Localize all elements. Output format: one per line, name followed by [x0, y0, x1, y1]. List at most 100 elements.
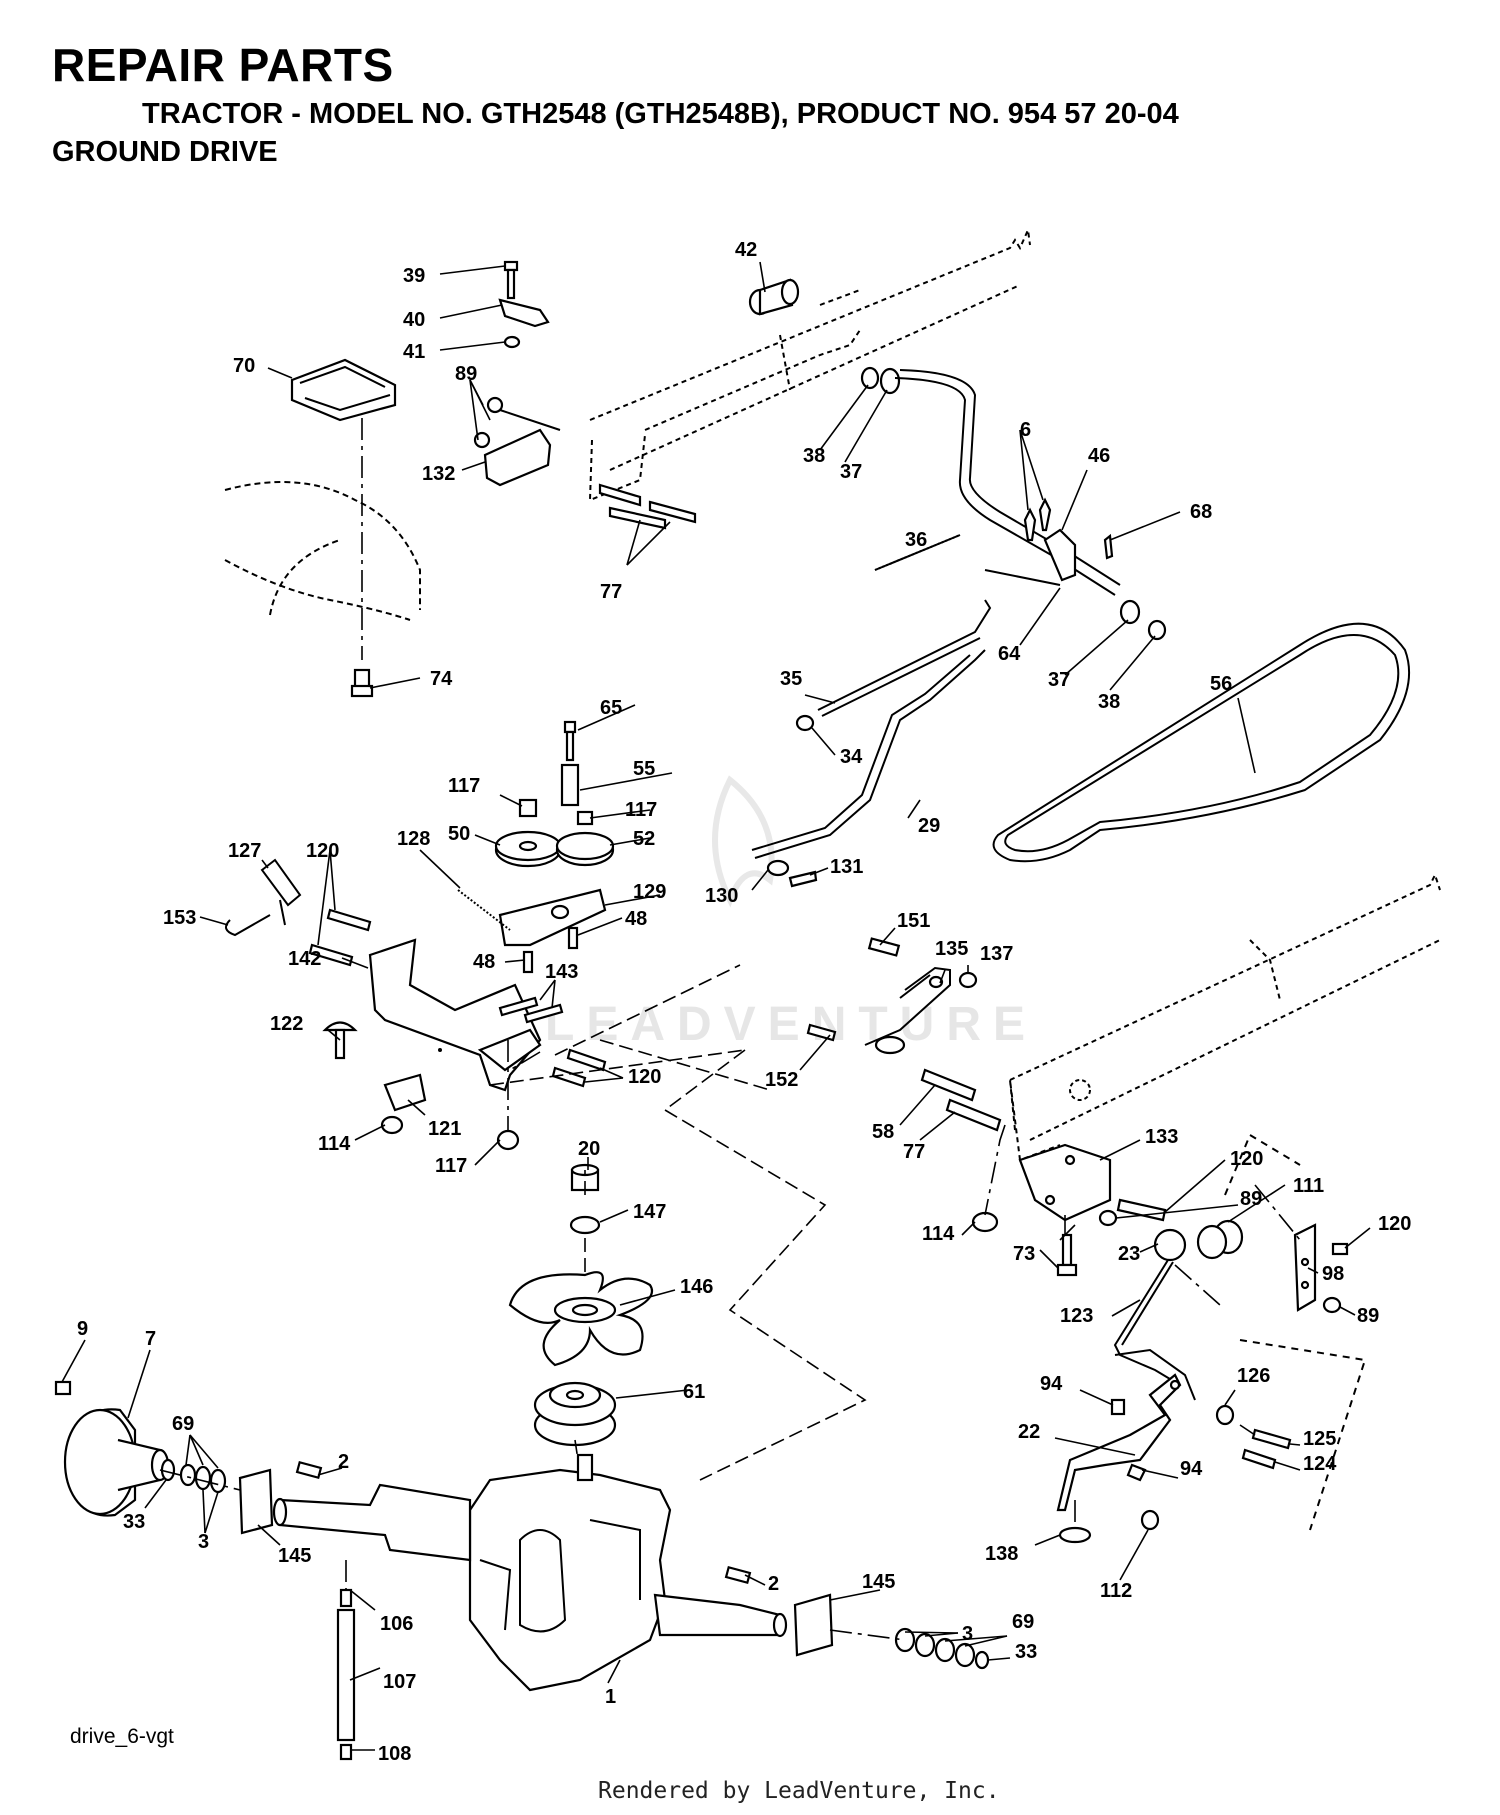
bolt-bracket-39-41	[498, 260, 550, 349]
callout: 3	[198, 1531, 209, 1553]
plate-133	[1018, 1143, 1112, 1222]
nut-117-lower	[496, 1129, 520, 1151]
bolt-120-bracket	[1331, 1242, 1349, 1256]
bracket-142	[368, 938, 542, 1092]
callout: 121	[428, 1118, 461, 1140]
callout: 112	[1100, 1580, 1132, 1602]
hub-7	[63, 1408, 170, 1517]
linkage-135	[864, 937, 978, 1055]
callout: 124	[1303, 1453, 1337, 1475]
diagram-code: drive_6-vgt	[70, 1725, 174, 1748]
callout: 74	[430, 668, 453, 690]
callout: 73	[1013, 1243, 1035, 1265]
nuts-117-upper	[518, 798, 594, 826]
drive-belt-56	[992, 622, 1411, 863]
frame-rail-upper	[588, 226, 1031, 502]
callout: 33	[123, 1511, 145, 1533]
callout: 52	[633, 828, 655, 850]
callout: 64	[998, 643, 1021, 665]
page-title: REPAIR PARTS	[52, 39, 394, 91]
callout: 108	[378, 1743, 411, 1765]
screw-9	[54, 1380, 72, 1396]
arm-46	[1023, 497, 1114, 582]
callout: 22	[1018, 1421, 1040, 1443]
screw-74	[350, 668, 374, 698]
callout: 20	[578, 1138, 600, 1160]
callout: 133	[1145, 1126, 1178, 1148]
callout: 143	[545, 961, 578, 983]
callout: 39	[403, 265, 425, 287]
bearing-bracket-145-left	[238, 1468, 274, 1535]
key-2-right	[724, 1565, 752, 1585]
callout: 147	[633, 1201, 666, 1223]
callout: 123	[1060, 1305, 1093, 1327]
bracket-98	[1293, 1223, 1317, 1312]
washer-112	[1140, 1509, 1160, 1531]
watermark-text: LEADVENTURE	[545, 998, 1037, 1051]
bolts-77-upper	[598, 483, 697, 530]
belt-routing-lines	[159, 964, 1301, 1641]
washer-130-bolt-131	[766, 859, 818, 888]
key-2-left	[295, 1460, 323, 1480]
callout: 61	[683, 1381, 705, 1403]
lever-frame-top	[1224, 1133, 1301, 1196]
callout: 142	[288, 948, 321, 970]
bolts-58-77-lower	[920, 1068, 1002, 1132]
callout: 33	[1015, 1641, 1037, 1663]
callout: 36	[905, 529, 927, 551]
callout: 152	[765, 1069, 798, 1091]
washers-left	[160, 1458, 227, 1494]
callout: 131	[830, 856, 863, 878]
bracket-132	[473, 396, 561, 487]
bracket-22	[1056, 1373, 1182, 1512]
footer-credit: Rendered by LeadVenture, Inc.	[598, 1778, 1000, 1804]
idler-pulley-52	[555, 831, 615, 867]
washer-138	[1058, 1526, 1092, 1544]
callout: 77	[600, 581, 622, 603]
spacer-111	[1196, 1219, 1244, 1260]
spring-36	[874, 534, 961, 571]
callout: 7	[145, 1328, 156, 1350]
spacer-55-bolt-65	[560, 720, 580, 807]
callout: 89	[455, 363, 477, 385]
callout: 55	[633, 758, 655, 780]
rod-29	[751, 649, 986, 859]
callout: 70	[233, 355, 255, 377]
callout: 37	[1048, 669, 1070, 691]
callout: 127	[228, 840, 261, 862]
callout: 42	[735, 239, 757, 261]
axle-left	[272, 1483, 472, 1562]
hairpin-clip-153	[225, 914, 271, 937]
watermark-logo-icon	[712, 775, 775, 908]
callout: 2	[768, 1573, 779, 1595]
callout: 37	[840, 461, 862, 483]
pedal-cover	[290, 358, 397, 422]
washer-126	[1215, 1404, 1235, 1426]
callout: 153	[163, 907, 196, 929]
washer-147	[569, 1215, 601, 1235]
callout: 48	[625, 908, 647, 930]
fender-outline	[224, 481, 421, 621]
callout: 114	[922, 1223, 955, 1245]
nut-114-left	[380, 1115, 404, 1135]
bolt-120-right	[1116, 1198, 1167, 1222]
nut-114-right	[971, 1211, 999, 1233]
callout: 120	[1230, 1148, 1263, 1170]
callout: 9	[77, 1318, 88, 1340]
callout: 41	[403, 341, 425, 363]
callout: 46	[1088, 445, 1110, 467]
callout: 94	[1040, 1373, 1063, 1395]
section-title: GROUND DRIVE	[52, 136, 278, 168]
callout: 69	[172, 1413, 194, 1435]
bolt-124	[1241, 1448, 1277, 1470]
callout: 50	[448, 823, 470, 845]
callout: 145	[278, 1545, 311, 1567]
callout: 3	[962, 1623, 973, 1645]
callout: 117	[448, 775, 480, 797]
bushing-34	[795, 714, 815, 732]
callout: 94	[1180, 1458, 1203, 1480]
nut-89-bracket	[1322, 1296, 1342, 1314]
callout: 6	[1020, 419, 1031, 441]
